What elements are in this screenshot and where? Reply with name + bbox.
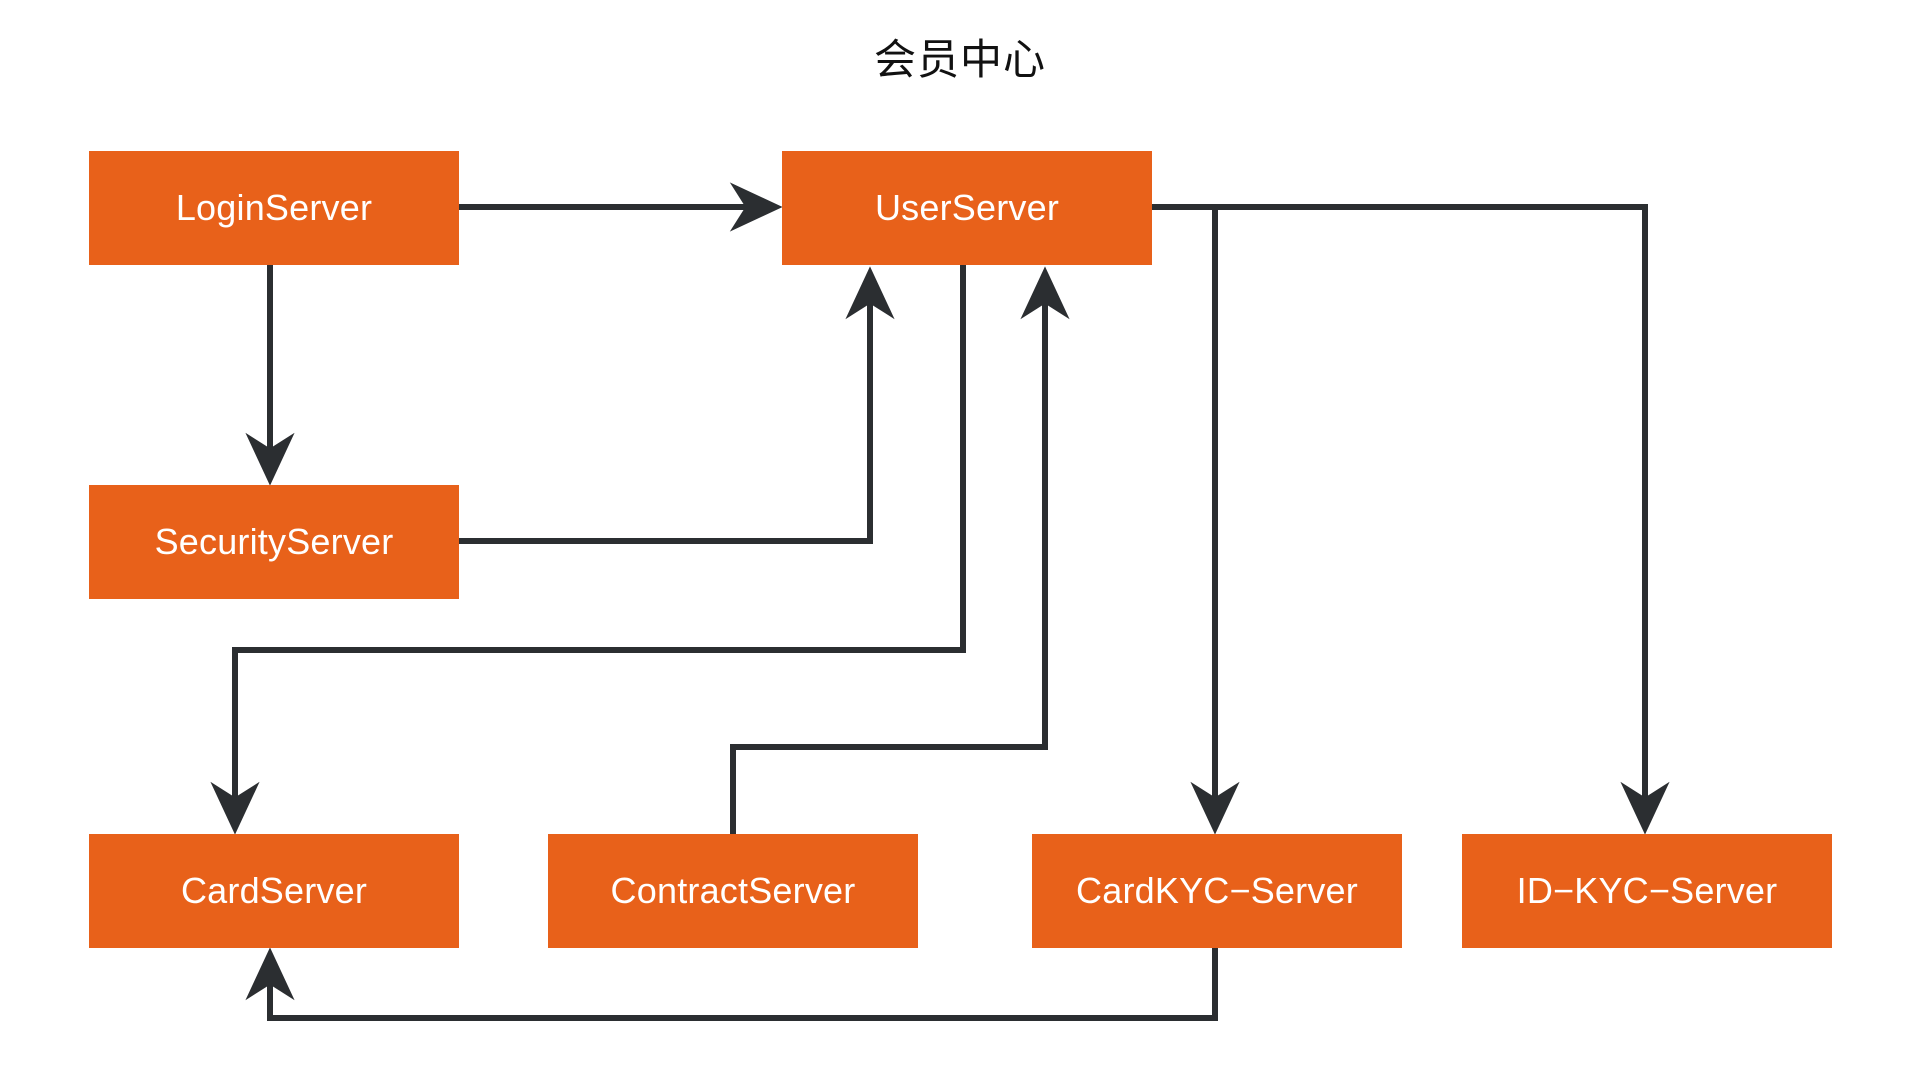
node-label: CardKYC−Server [1076, 870, 1358, 911]
node-user-server[interactable]: UserServer [782, 151, 1152, 265]
node-security-server[interactable]: SecurityServer [89, 485, 459, 599]
node-cardkyc-server[interactable]: CardKYC−Server [1032, 834, 1402, 948]
edge-user-to-cardkyc [1152, 204, 1240, 835]
edge-cardkyc-to-card [245, 947, 1218, 1021]
node-label: CardServer [180, 870, 368, 911]
diagram-title: 会员中心 [873, 36, 1046, 83]
node-login-server[interactable]: LoginServer [89, 151, 459, 265]
node-contract-server[interactable]: ContractServer [548, 834, 918, 948]
edge-user-to-idkyc [1152, 204, 1670, 835]
node-label: SecurityServer [154, 521, 394, 562]
node-card-server[interactable]: CardServer [89, 834, 459, 948]
node-label: LoginServer [175, 187, 373, 228]
edge-security-to-user [459, 266, 895, 544]
edge-contract-to-user [730, 266, 1070, 834]
node-idkyc-server[interactable]: ID−KYC−Server [1462, 834, 1832, 948]
node-label: ContractServer [610, 870, 856, 911]
node-label: UserServer [874, 187, 1060, 228]
node-label: ID−KYC−Server [1516, 870, 1778, 911]
